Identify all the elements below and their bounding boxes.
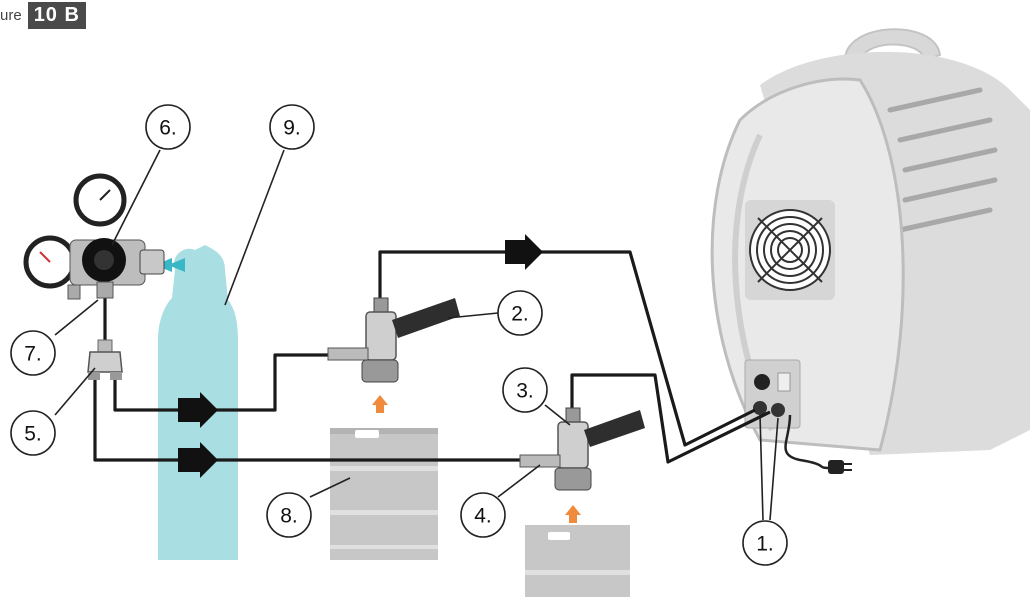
figure-tag: ure 10 B	[0, 0, 86, 30]
callout-7: 7.	[10, 330, 56, 376]
callout-5: 5.	[10, 410, 56, 456]
tap-coupler-icon	[519, 407, 645, 491]
cooler-unit-icon	[710, 28, 1030, 474]
callout-1: 1.	[742, 520, 788, 566]
keg-icon	[525, 525, 630, 597]
keg-icon	[330, 428, 438, 560]
flow-arrow-icon	[178, 392, 218, 428]
callout-label: 5.	[24, 423, 42, 446]
callout-8: 8.	[266, 492, 312, 538]
flow-arrow-icon	[505, 234, 543, 270]
flow-arrow-icon	[178, 442, 218, 478]
callout-label: 6.	[159, 117, 177, 140]
callout-label: 7.	[24, 343, 42, 366]
flow-arrow-icon	[372, 395, 388, 413]
callout-label: 1.	[756, 533, 774, 556]
callout-2: 2.	[497, 290, 543, 336]
flow-arrow-icon	[565, 505, 581, 523]
callout-label: 2.	[511, 303, 529, 326]
callout-3: 3.	[502, 367, 548, 413]
callout-6: 6.	[145, 104, 191, 150]
figure-tag-prefix: ure	[0, 6, 22, 24]
regulator-icon	[23, 173, 165, 300]
callout-label: 8.	[280, 505, 298, 528]
t-piece-fitting	[87, 339, 123, 380]
plug-icon	[784, 414, 852, 474]
callout-label: 9.	[283, 117, 301, 140]
tap-coupler-icon	[327, 297, 460, 383]
callout-9: 9.	[269, 104, 315, 150]
fan-grille-icon	[745, 200, 835, 300]
hose-lines	[93, 250, 771, 464]
callout-4: 4.	[460, 492, 506, 538]
callout-label: 3.	[516, 380, 534, 403]
callout-label: 4.	[474, 505, 492, 528]
figure-tag-number: 10 B	[27, 1, 86, 29]
flow-arrow-icon	[168, 258, 185, 272]
